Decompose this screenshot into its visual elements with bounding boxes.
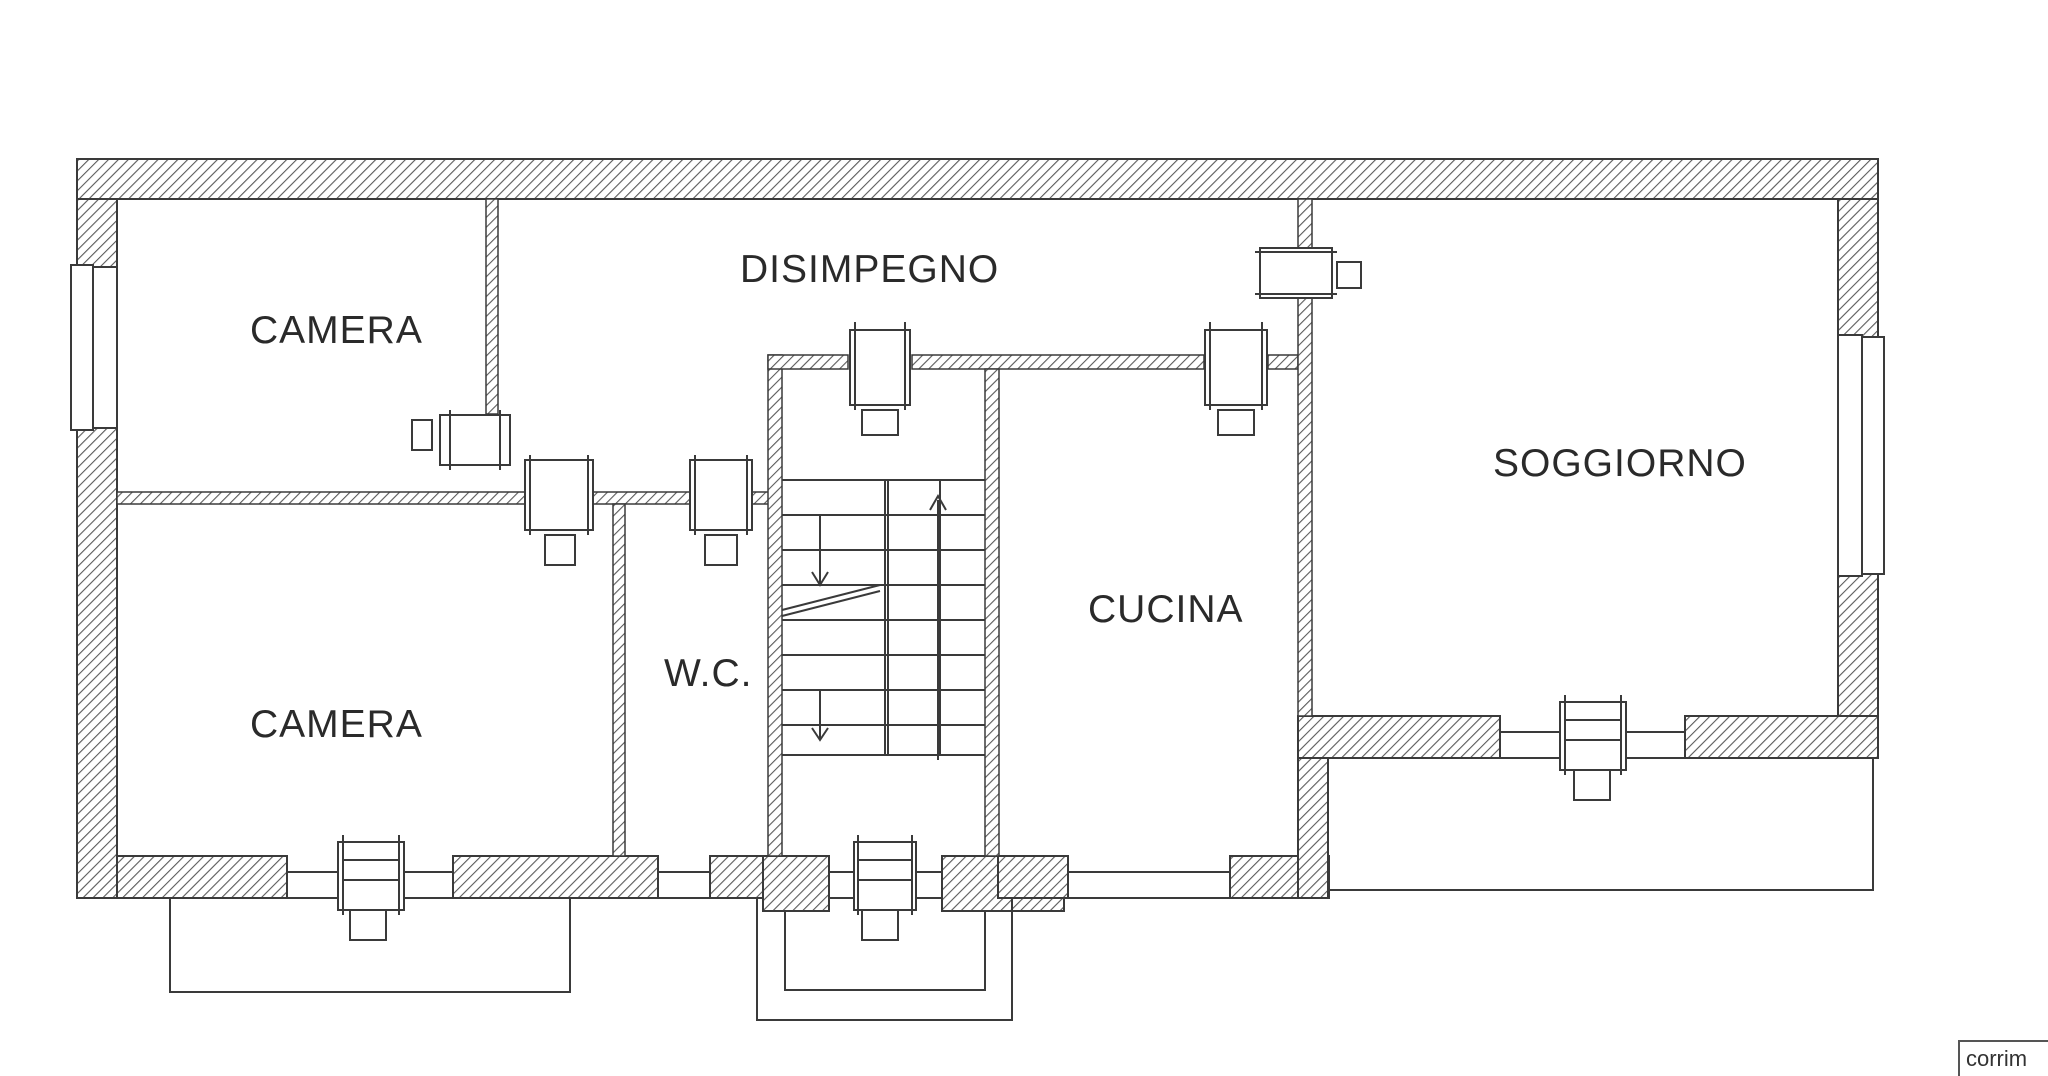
door-camera-top	[411, 410, 511, 470]
balconies	[169, 757, 1874, 1021]
label-disimpegno: DISIMPEGNO	[740, 248, 999, 291]
bottom-wall-1	[116, 855, 288, 899]
door-balcony-soggiorno	[1559, 695, 1627, 801]
interior-walls	[116, 198, 1313, 857]
window-left	[70, 264, 118, 431]
balcony-camera	[169, 898, 571, 993]
staircase	[781, 479, 985, 760]
label-wc: W.C.	[664, 652, 753, 695]
wall-camera-camera	[116, 491, 526, 505]
wall-hall-wc-left	[592, 491, 691, 505]
door-soggiorno	[1255, 247, 1362, 299]
door-cucina	[1204, 322, 1268, 436]
label-soggiorno: SOGGIORNO	[1493, 442, 1747, 485]
soggiorno-bottom-wall-left	[1297, 715, 1501, 759]
door-stair	[849, 322, 911, 436]
label-camera-bottom: CAMERA	[250, 703, 423, 746]
label-camera-top: CAMERA	[250, 309, 423, 352]
balcony-stair	[756, 898, 1013, 1021]
doors	[337, 247, 1627, 941]
left-wall-lower	[76, 427, 118, 899]
wall-stair-cucina	[984, 368, 1000, 857]
bottom-wall-6	[997, 855, 1069, 899]
wall-cucina-top-right	[1267, 354, 1299, 370]
wall-stair-top-right	[911, 354, 1205, 370]
right-wall-lower	[1837, 573, 1879, 717]
door-wc	[689, 455, 753, 566]
bottom-wall-4	[762, 855, 830, 912]
door-balcony-camera	[337, 835, 405, 941]
balcony-stair-inner	[784, 911, 986, 991]
left-wall-upper	[76, 198, 118, 268]
label-cucina: CUCINA	[1088, 588, 1244, 631]
wall-stair-top-left	[767, 354, 849, 370]
wall-wc-stair	[767, 354, 783, 857]
wall-camera-disimpegno	[485, 198, 499, 415]
door-camera-bottom	[524, 455, 594, 566]
corner-stamp: corrim	[1958, 1040, 2048, 1076]
soggiorno-bottom-wall-right	[1684, 715, 1879, 759]
door-balcony-stair	[853, 835, 917, 941]
balcony-soggiorno	[1327, 758, 1874, 891]
wall-cucina-soggiorno	[1297, 198, 1313, 717]
room-labels: CAMERA DISIMPEGNO SOGGIORNO CUCINA W.C. …	[250, 248, 1747, 746]
top-wall	[76, 158, 1879, 200]
right-wall-upper	[1837, 198, 1879, 338]
bottom-wall-2	[452, 855, 659, 899]
pier-cucina-soggiorno	[1297, 757, 1329, 899]
wall-camera-wc	[612, 503, 626, 857]
window-right	[1837, 334, 1885, 577]
